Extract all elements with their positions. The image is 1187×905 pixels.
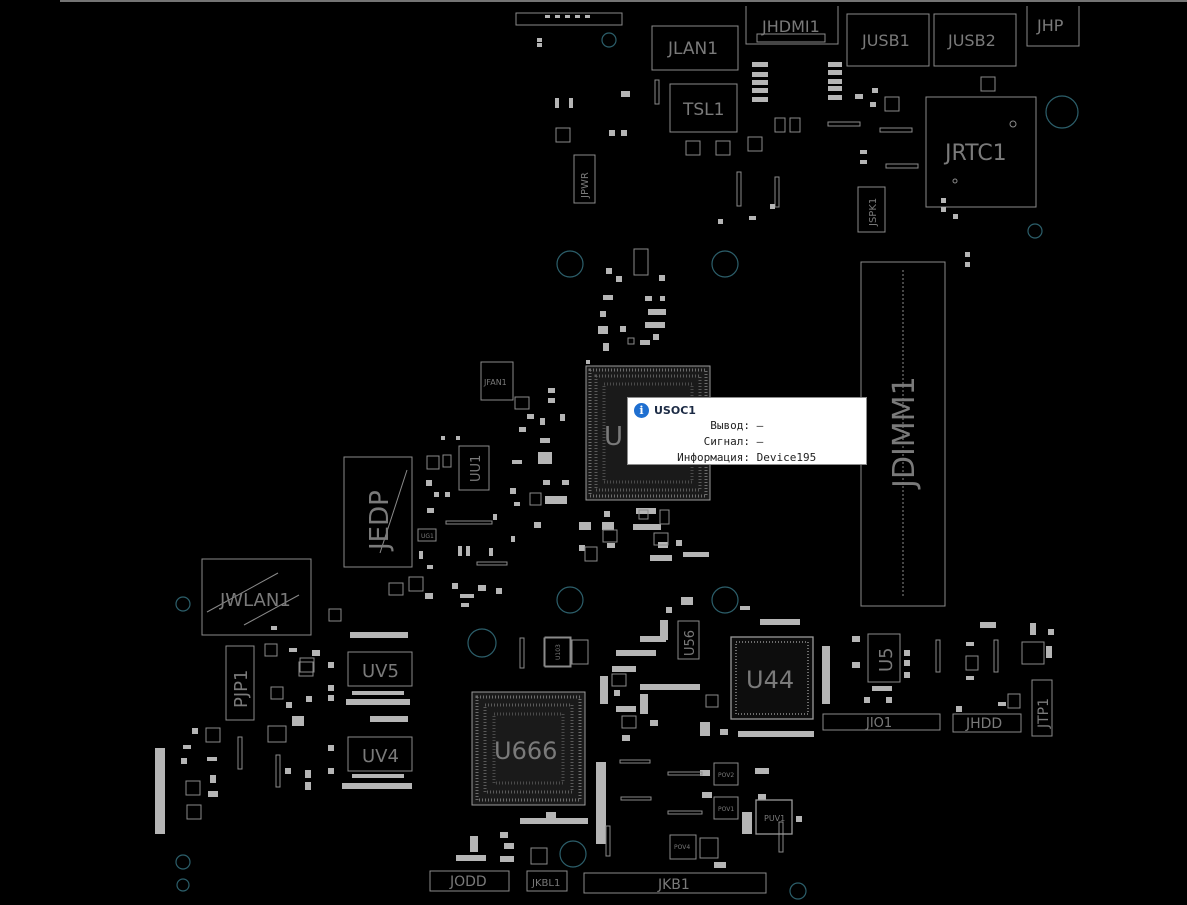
- component-puv1[interactable]: PUV1: [755, 799, 793, 835]
- tooltip-value: —: [756, 419, 764, 432]
- label-uv5: UV5: [362, 661, 399, 682]
- pads-right: [456, 597, 1054, 868]
- small-parts-left: [185, 608, 342, 820]
- small-parts-right: [519, 637, 1045, 709]
- label-jpwr: JPWR: [580, 172, 591, 199]
- tooltip-value: Device195: [756, 451, 817, 464]
- connector-jhdd[interactable]: JHDD: [952, 713, 1022, 733]
- connector-jdimm1[interactable]: JDIMM1: [860, 261, 946, 607]
- tooltip-title: USOC1: [654, 403, 696, 417]
- component-u56[interactable]: U56: [677, 620, 700, 660]
- small-parts-bottom: [530, 636, 784, 865]
- label-u666: U666: [494, 737, 557, 765]
- label-uv4: UV4: [362, 746, 399, 767]
- label-u103: U103: [555, 644, 562, 660]
- label-jkb1: JKB1: [657, 877, 690, 893]
- connector-jio1[interactable]: JIO1: [822, 713, 941, 731]
- pads-top: [537, 38, 970, 364]
- label-jdimm1: JDIMM1: [887, 376, 922, 490]
- component-uv4[interactable]: UV4: [347, 736, 413, 772]
- pads-left: [155, 626, 412, 834]
- label-tsl1: TSL1: [682, 100, 724, 120]
- connector-jusb2[interactable]: JUSB2: [933, 13, 1017, 67]
- label-jio1: JIO1: [865, 716, 892, 731]
- component-u103[interactable]: U103: [543, 637, 571, 667]
- tooltip-key: Информация:: [677, 451, 750, 464]
- label-pov2: POV2: [718, 772, 734, 779]
- small-parts-top: [555, 76, 996, 276]
- tooltip-row-info: Информация: Device195: [648, 450, 816, 466]
- connector-jkbl1[interactable]: JKBL1: [526, 870, 568, 892]
- component-jrtc1[interactable]: JRTC1: [925, 96, 1037, 208]
- component-tsl1[interactable]: TSL1: [669, 83, 738, 133]
- label-pov1: POV1: [718, 806, 734, 813]
- tooltip-value: —: [756, 435, 764, 448]
- connector-jwlan1[interactable]: JWLAN1: [201, 558, 312, 636]
- component-u44[interactable]: U44: [730, 636, 814, 720]
- connector-jfan1[interactable]: JFAN1: [480, 361, 514, 401]
- connector-jedp[interactable]: JEDP: [343, 456, 413, 568]
- component-info-tooltip: i USOC1 Вывод: — Сигнал: — Информация: D…: [627, 397, 867, 465]
- component-pov2[interactable]: POV2: [713, 762, 739, 786]
- label-jusb2: JUSB2: [947, 31, 996, 50]
- label-jspk1: JSPK1: [868, 198, 879, 227]
- tooltip-header: i USOC1: [634, 402, 696, 418]
- tooltip-row-signal: Сигнал: —: [648, 434, 816, 450]
- label-jhdd: JHDD: [965, 716, 1002, 732]
- connector-jpwr[interactable]: JPWR: [573, 154, 596, 204]
- label-jhdmi1: JHDMI1: [761, 17, 820, 36]
- label-pov4: POV4: [674, 844, 690, 851]
- label-jedp: JEDP: [365, 490, 395, 552]
- connector-jlan1[interactable]: JLAN1: [651, 25, 739, 71]
- component-uv5[interactable]: UV5: [347, 651, 413, 687]
- label-uu1: UU1: [469, 455, 484, 482]
- label-jfan1: JFAN1: [483, 378, 507, 387]
- connector-jhdmi1[interactable]: JHDMI1: [745, 6, 839, 45]
- info-icon: i: [634, 402, 649, 418]
- label-pjp1: PJP1: [231, 670, 252, 708]
- component-pov4[interactable]: POV4: [669, 834, 697, 860]
- small-parts-mid: [388, 337, 670, 596]
- label-jtp1: JTP1: [1036, 698, 1052, 729]
- label-jrtc1: JRTC1: [943, 141, 1007, 166]
- component-pov1[interactable]: POV1: [713, 796, 739, 820]
- component-uu1[interactable]: UU1: [458, 445, 490, 491]
- label-ug1: UG1: [421, 533, 434, 540]
- pads-mid: [419, 388, 709, 607]
- connector-jodd[interactable]: JODD: [429, 870, 510, 892]
- connector-jtp1[interactable]: JTP1: [1031, 679, 1053, 737]
- label-jlan1: JLAN1: [667, 39, 718, 59]
- label-u56: U56: [683, 630, 698, 656]
- label-jhp: JHP: [1036, 16, 1064, 35]
- connector-jkb1[interactable]: JKB1: [583, 872, 767, 894]
- tooltip-key: Сигнал:: [703, 435, 750, 448]
- label-jusb1: JUSB1: [861, 31, 910, 50]
- label-puv1: PUV1: [764, 814, 785, 823]
- label-jwlan1: JWLAN1: [219, 590, 291, 611]
- connector-jusb1[interactable]: JUSB1: [846, 13, 930, 67]
- component-u666[interactable]: U666: [471, 691, 586, 806]
- label-u5: U5: [876, 647, 897, 672]
- tooltip-key: Вывод:: [710, 419, 750, 432]
- connector-pjp1[interactable]: PJP1: [225, 645, 255, 721]
- label-jodd: JODD: [449, 874, 487, 890]
- tooltip-row-pin: Вывод: —: [648, 418, 816, 434]
- connector-top-strip[interactable]: [515, 12, 623, 26]
- connector-jspk1[interactable]: JSPK1: [857, 186, 886, 233]
- mounting-holes: [175, 32, 1079, 900]
- component-ug1[interactable]: UG1: [417, 528, 437, 542]
- label-u44: U44: [746, 666, 794, 694]
- component-small-bottom: [699, 837, 719, 859]
- component-u5[interactable]: U5: [867, 633, 901, 683]
- label-usoc1: U: [604, 422, 623, 452]
- label-jkbl1: JKBL1: [531, 878, 560, 889]
- tooltip-rows: Вывод: — Сигнал: — Информация: Device195: [648, 418, 816, 466]
- connector-jhp[interactable]: JHP: [1026, 6, 1080, 47]
